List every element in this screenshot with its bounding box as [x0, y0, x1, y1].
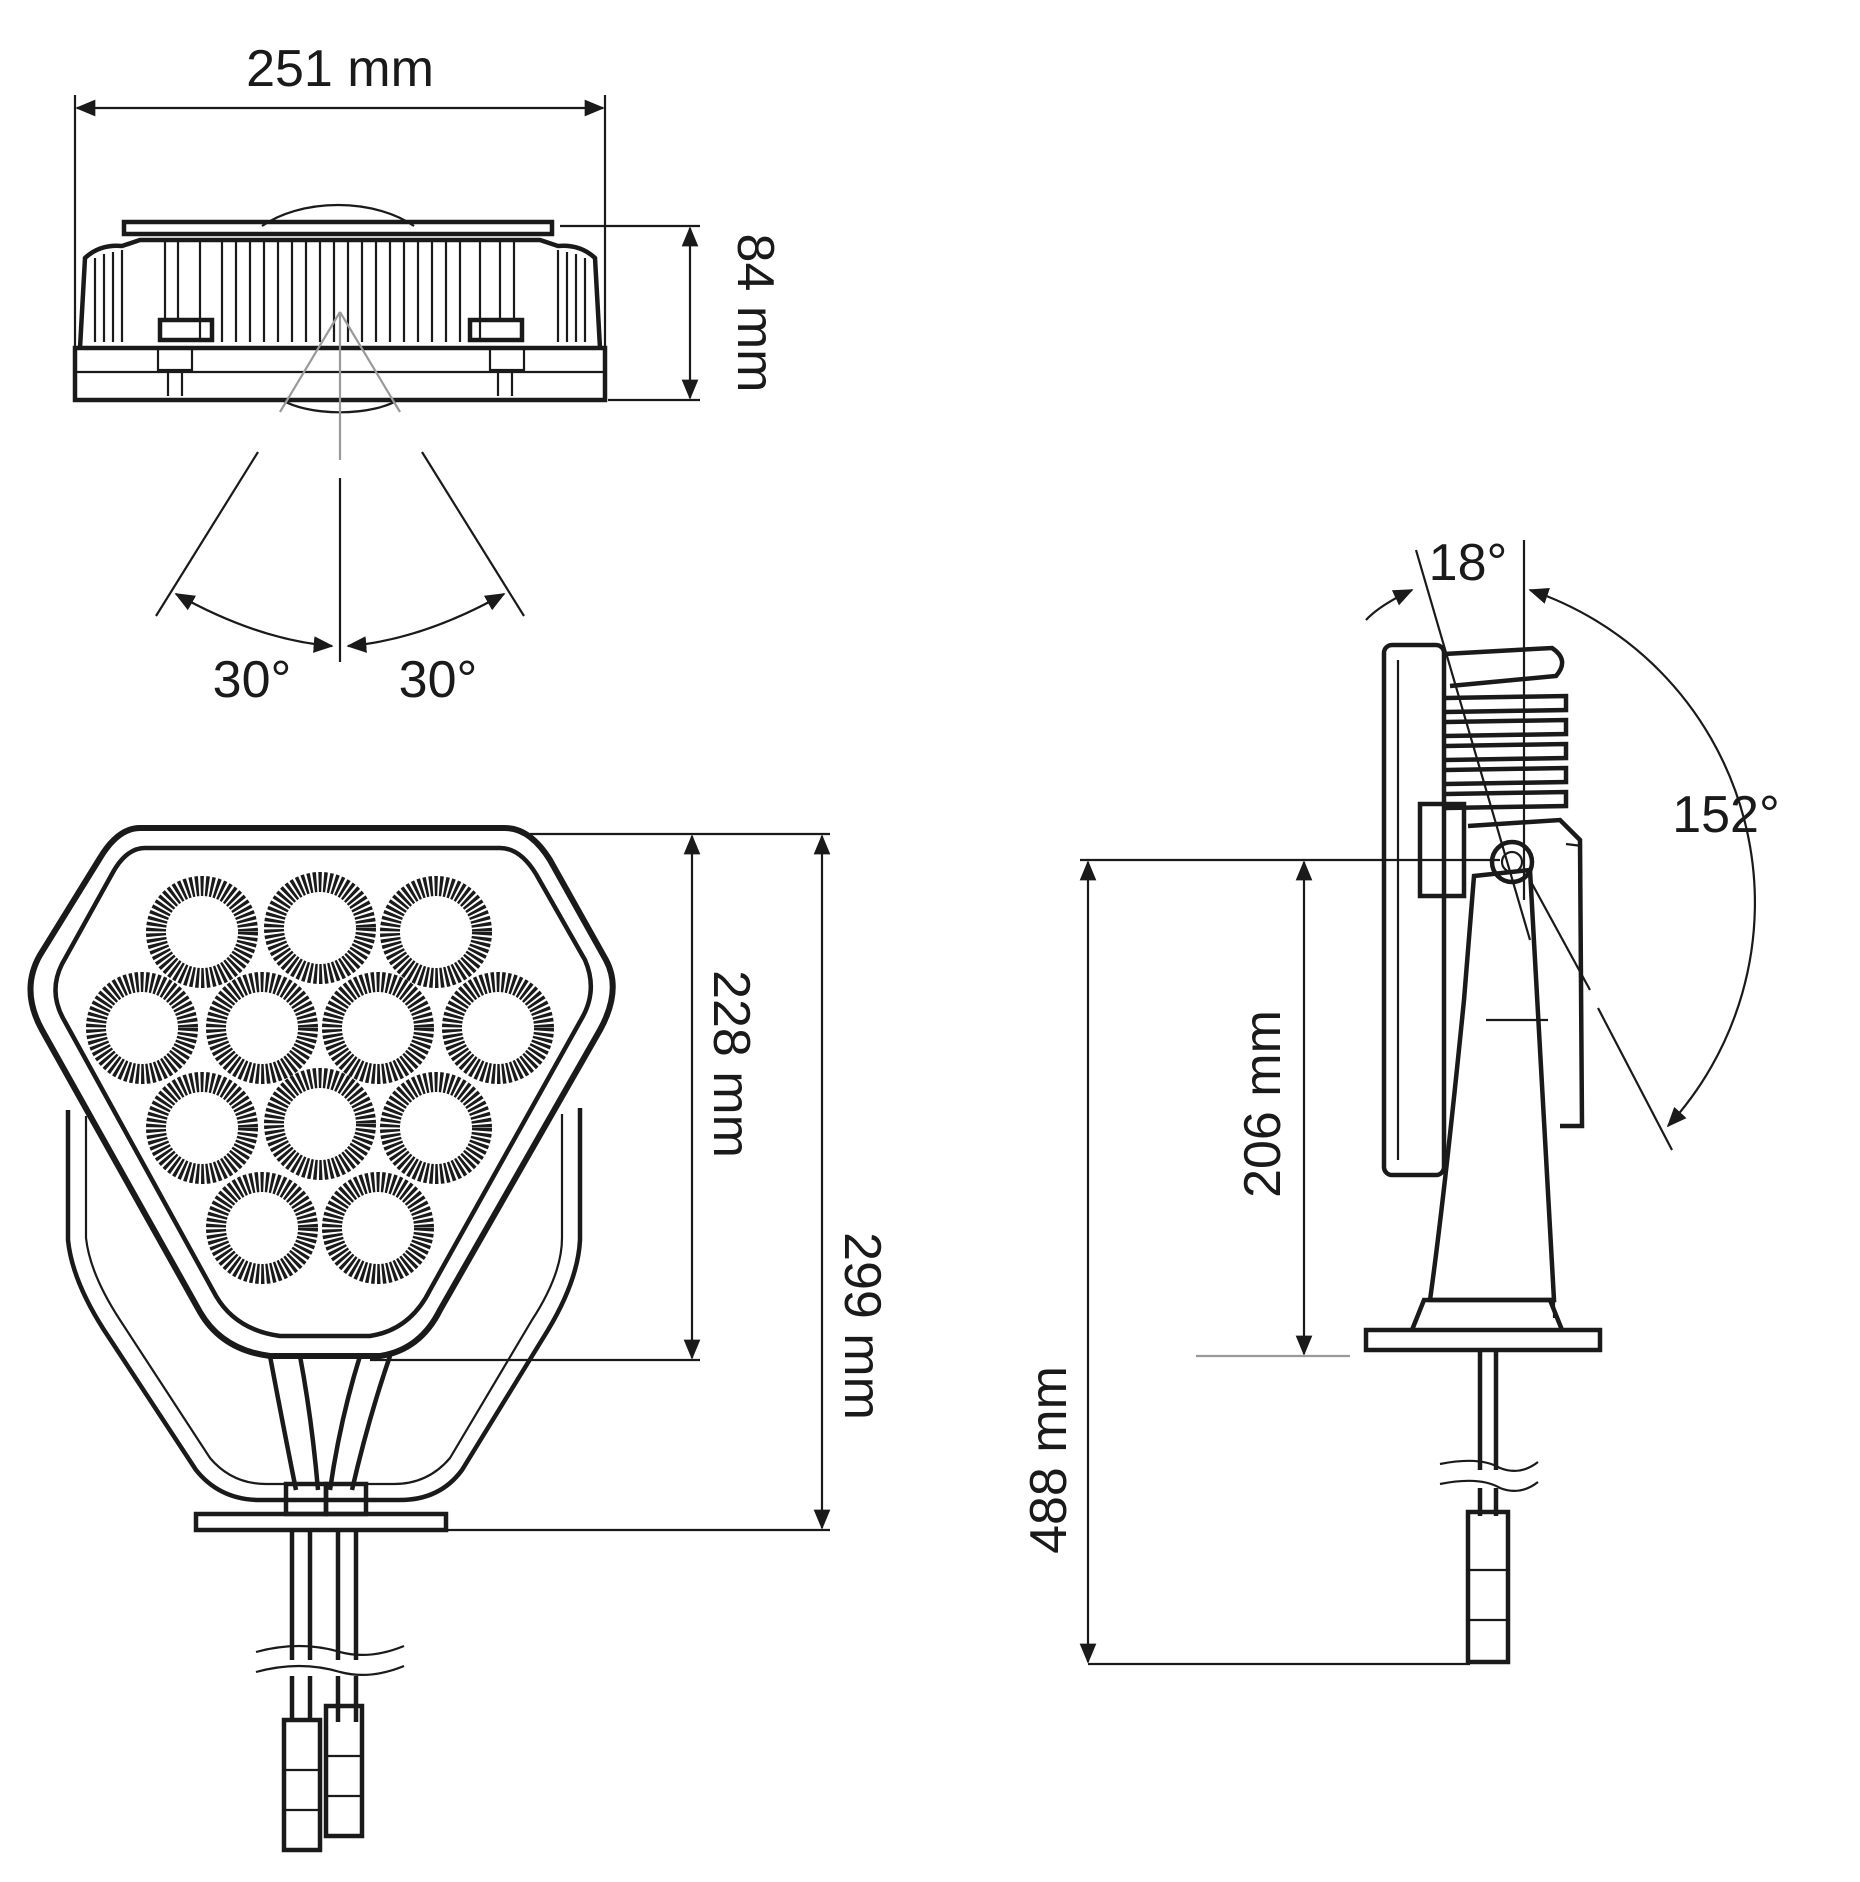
total-height-label: 299 mm: [833, 1232, 891, 1420]
led: [380, 876, 492, 988]
led: [206, 972, 318, 1084]
head-height-label: 228 mm: [702, 970, 760, 1158]
led-array: [86, 872, 554, 1284]
led: [264, 1068, 376, 1180]
top-view: 251 mm 84 mm: [72, 40, 784, 709]
led: [206, 1172, 318, 1284]
angle-right-label: 30°: [399, 651, 478, 709]
led: [264, 872, 376, 984]
front-view: 228 mm 299 mm: [27, 825, 891, 1853]
depth-label: 84 mm: [726, 234, 784, 393]
angle-left-label: 30°: [213, 651, 292, 709]
side-view: 18° 152° 206 mm 488 mm: [1020, 534, 1780, 1666]
led: [86, 972, 198, 1084]
tilt-small-label: 18°: [1429, 534, 1508, 592]
led: [442, 972, 554, 1084]
led: [380, 1072, 492, 1184]
pivot-height-label: 206 mm: [1234, 1010, 1292, 1198]
tilt-large-label: 152°: [1672, 786, 1780, 844]
led: [322, 972, 434, 1084]
overall-height-label: 488 mm: [1020, 1366, 1078, 1554]
led: [146, 1072, 258, 1184]
led: [322, 1172, 434, 1284]
led: [146, 876, 258, 988]
width-label: 251 mm: [246, 40, 434, 98]
